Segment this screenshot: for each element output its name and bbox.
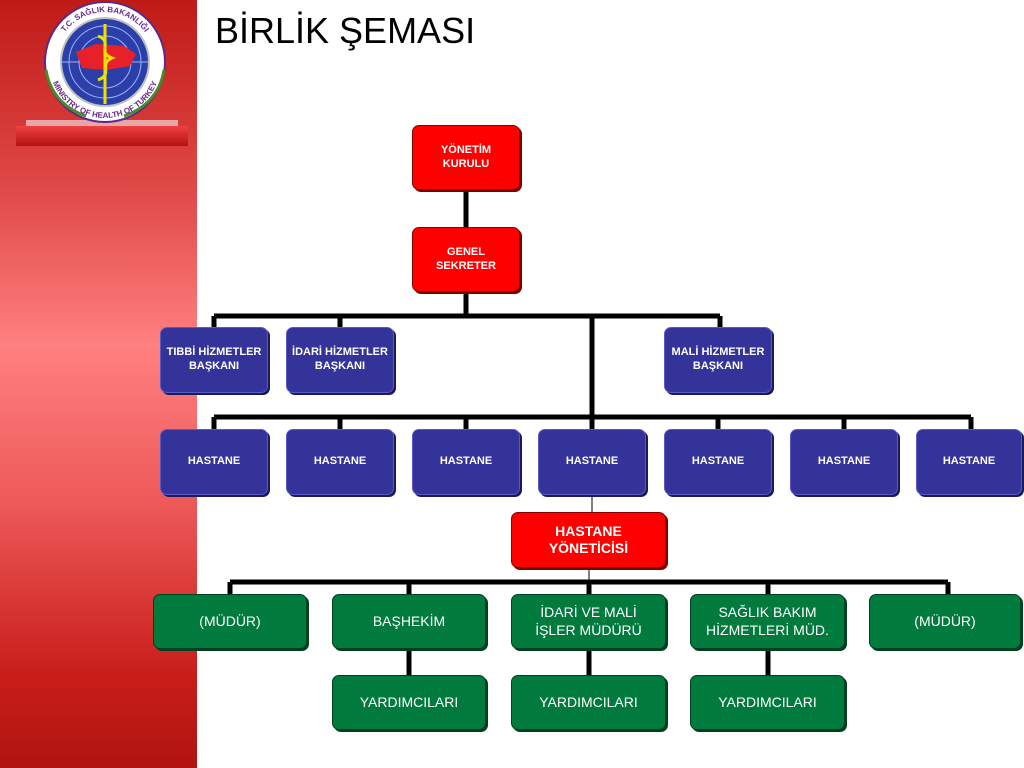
board-box: YÖNETİM KURULU [412,125,520,190]
logo-seal-icon: T.C. SAĞLIK BAKANLIĞI MINISTRY OF HEALTH… [44,1,166,123]
medical-head-box: TIBBİ HİZMETLER BAŞKANI [160,327,268,393]
hospital-box-5: HASTANE [664,429,772,495]
assistants-box-1: YARDIMCILARI [332,675,486,730]
department-box-1: (MÜDÜR) [153,594,307,649]
logo-plate [16,126,188,146]
department-box-3: İDARİ VE MALİ İŞLER MÜDÜRÜ [511,594,666,649]
hospital-box-3: HASTANE [412,429,520,495]
hospital-manager-box: HASTANE YÖNETİCİSİ [511,512,666,568]
department-box-5: (MÜDÜR) [869,594,1021,649]
assistants-box-3: YARDIMCILARI [690,675,845,730]
hospital-box-2: HASTANE [286,429,394,495]
finance-head-box: MALİ HİZMETLER BAŞKANI [664,327,772,393]
hospital-box-6: HASTANE [790,429,898,495]
admin-head-box: İDARİ HİZMETLER BAŞKANI [286,327,394,393]
secretary-box: GENEL SEKRETER [412,227,520,292]
logo-plate-highlight [26,120,178,128]
assistants-box-2: YARDIMCILARI [511,675,666,730]
hospital-box-7: HASTANE [916,429,1022,495]
page-title: BİRLİK ŞEMASI [215,10,476,51]
ministry-logo: T.C. SAĞLIK BAKANLIĞI MINISTRY OF HEALTH… [16,0,188,146]
hospital-box-4: HASTANE [538,429,646,495]
department-box-2: BAŞHEKİM [332,594,486,649]
hospital-box-1: HASTANE [160,429,268,495]
department-box-4: SAĞLIK BAKIM HİZMETLERİ MÜD. [690,594,845,649]
